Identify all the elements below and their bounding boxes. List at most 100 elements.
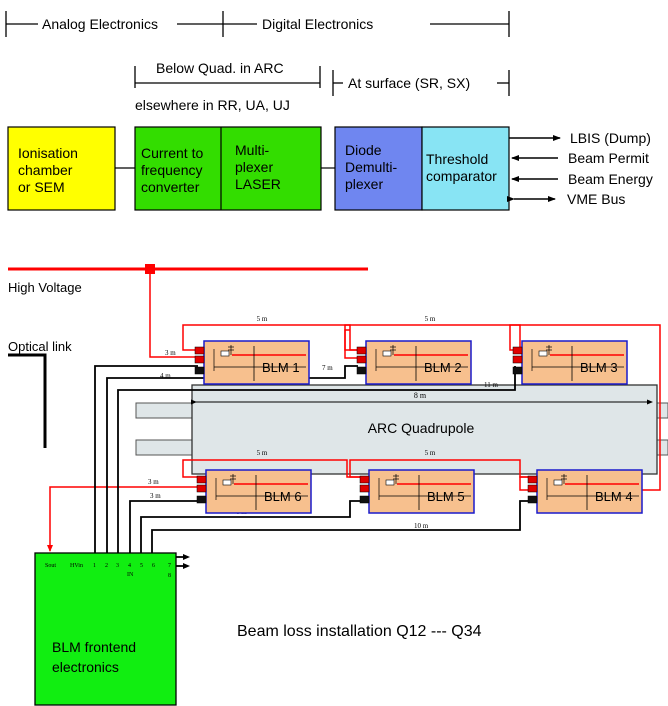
resistor-icon [382, 350, 392, 357]
signal-connector [359, 495, 370, 504]
beam-pipe-left-top [135, 402, 193, 419]
frontend-line-1: BLM frontend [52, 639, 136, 655]
mux-line-3: LASER [235, 176, 281, 192]
analog-electronics-label: Analog Electronics [42, 16, 158, 32]
optical-link-label: Optical link [8, 339, 72, 354]
cfc-line-1: Current to [141, 145, 203, 161]
blm-monitor-3: BLM 3 [512, 340, 628, 385]
surface-label: At surface (SR, SX) [348, 75, 470, 91]
signal-lbis: LBIS (Dump) [570, 130, 651, 146]
frontend-pin-label: Sout [45, 563, 56, 569]
hv-junction [145, 264, 155, 274]
thr-line-2: comparator [426, 168, 497, 184]
signal-beam-permit: Beam Permit [568, 150, 649, 166]
below-quad-label: Below Quad. in ARC [156, 60, 284, 76]
frontend-line-2: electronics [52, 659, 119, 675]
blm-monitor-4: BLM 6 [196, 469, 312, 514]
digital-electronics-label: Digital Electronics [262, 16, 373, 32]
beam-pipe-right-top [655, 402, 668, 419]
beam-pipe-left-bottom [135, 439, 193, 456]
resistor-icon [220, 350, 230, 357]
signal-arrows [507, 135, 561, 202]
elsewhere-label: elsewhere in RR, UA, UJ [135, 97, 290, 113]
ion-line-2: chamber [18, 162, 73, 178]
resistor-icon [538, 350, 548, 357]
installation-caption: Beam loss installation Q12 --- Q34 [237, 623, 482, 640]
ion-line-1: Ionisation [18, 145, 78, 161]
threshold-comparator-block [421, 126, 510, 211]
resistor-icon [553, 479, 563, 486]
resistor-icon [222, 479, 232, 486]
blm-box [368, 469, 475, 514]
signal-connector [194, 366, 205, 375]
blm-box [521, 340, 628, 385]
blm-label: BLM 2 [424, 360, 462, 375]
beam-pipe-right-bottom [655, 439, 668, 456]
hv-connector [512, 346, 523, 355]
quad-length-label: 8 m [414, 391, 427, 400]
svg-text:Diode Demulti- ple: Diode Demulti- plexer [345, 142, 401, 192]
cfc-line-3: converter [141, 179, 200, 195]
blm-monitor-6: BLM 4 [527, 469, 643, 514]
frontend-pin-label: 5 [140, 563, 143, 569]
frontend-in-label: IN [127, 572, 134, 578]
dist-4m: 4 m [160, 372, 171, 380]
blm-label: BLM 1 [262, 360, 300, 375]
blm-monitors: BLM 1 BLM 2 BLM 3 BLM 6 BLM 5 BLM 4 [194, 340, 643, 514]
cfc-mux-block [134, 126, 322, 211]
frontend-pin-label: 7 [168, 563, 171, 569]
ion-line-3: or SEM [18, 179, 65, 195]
section-brackets [5, 11, 510, 96]
hv-connector [512, 355, 523, 364]
cfc-line-2: frequency [141, 162, 202, 178]
frontend-pin-label: 6 [152, 563, 155, 569]
hv-connector [359, 475, 370, 484]
frontend-pin-label: 4 [128, 563, 131, 569]
demux-line-2: Demulti- [345, 159, 397, 175]
svg-text:Threshold comparator: Threshold comparator [426, 151, 497, 184]
signal-connector [356, 366, 367, 375]
blm-label: BLM 5 [427, 489, 465, 504]
hv-connector [194, 355, 205, 364]
blm-monitor-1: BLM 1 [194, 340, 310, 385]
hv-connector [196, 484, 207, 493]
blm-monitor-5: BLM 5 [359, 469, 475, 514]
dist-bot-2: 5 m [425, 449, 436, 457]
frontend-pin-label: 2 [105, 563, 108, 569]
blm-label: BLM 6 [264, 489, 302, 504]
blm-box [365, 340, 472, 385]
blm-box [205, 469, 312, 514]
frontend-pin-label: 3 [116, 563, 119, 569]
signal-beam-energy: Beam Energy [568, 171, 653, 187]
mux-line-2: plexer [235, 159, 273, 175]
block-chain: Ionisation chamber or SEM Current to fre… [7, 126, 510, 211]
hv-connector [527, 484, 538, 493]
blm-label: BLM 4 [595, 489, 633, 504]
svg-text:Ionisation chamber: Ionisation chamber or SEM [18, 145, 82, 195]
frontend-pin-label: HVin [70, 563, 83, 569]
demux-line-3: plexer [345, 176, 383, 192]
hv-connector [527, 475, 538, 484]
optical-link-line [8, 353, 47, 448]
blm-frontend-box [34, 552, 177, 706]
mux-line-1: Multi- [235, 142, 270, 158]
resistor-icon [385, 479, 395, 486]
dist-7m: 7 m [322, 364, 333, 372]
svg-text:Multi- plexer LASE: Multi- plexer LASER [235, 142, 281, 192]
hv-connector [356, 346, 367, 355]
dist-11m: 11 m [484, 381, 498, 389]
hv-connector [196, 475, 207, 484]
signal-connector [527, 495, 538, 504]
thr-line-1: Threshold [426, 151, 488, 167]
frontend-pin-label: 8 [168, 573, 171, 579]
svg-text:BLM frontend electronics: BLM frontend electronics [52, 639, 140, 675]
svg-text:Current to frequency: Current to frequency converter [141, 145, 207, 195]
blm-label: BLM 3 [580, 360, 618, 375]
dist-top-2: 5 m [425, 315, 436, 323]
hv-connector [194, 346, 205, 355]
signal-connector [196, 495, 207, 504]
diode-demux-block [334, 126, 423, 211]
hv-cables [47, 274, 661, 552]
